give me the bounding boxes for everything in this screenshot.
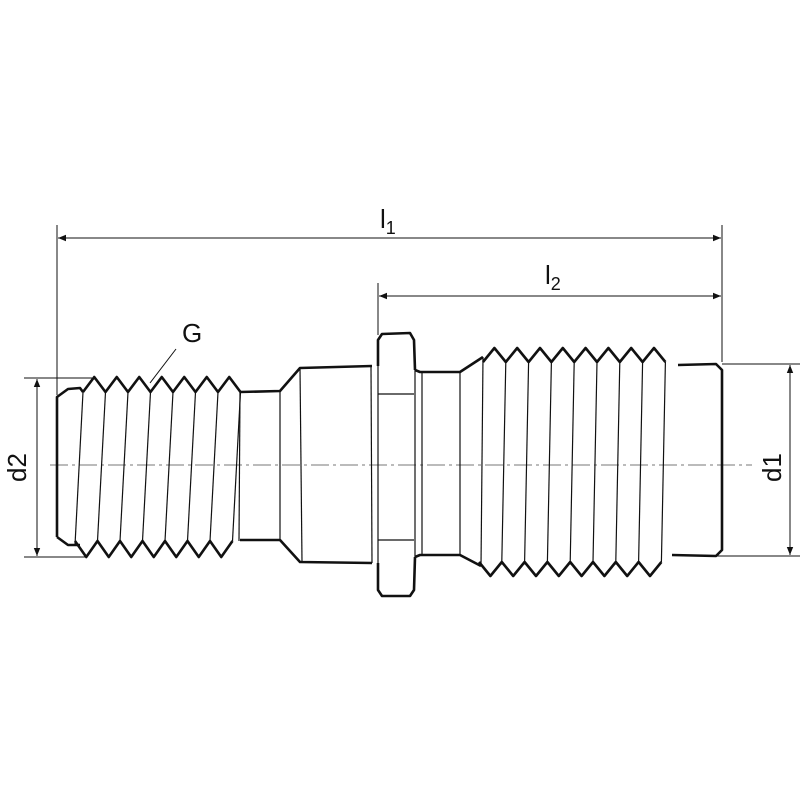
thread-flank-line	[164, 391, 174, 542]
right-cylinder	[671, 362, 724, 558]
right-neck	[414, 355, 484, 568]
thread-flank-line	[141, 391, 152, 542]
label-l2: l2	[545, 260, 561, 294]
thread-start-line	[480, 356, 484, 567]
thread-flank-line	[209, 391, 219, 542]
flange	[376, 331, 417, 598]
label-d2: d2	[2, 453, 32, 482]
thread-flank-line	[660, 361, 666, 563]
label-l1: l1	[380, 204, 396, 238]
thread-flank-line	[231, 391, 242, 542]
thread-flank-line	[186, 391, 197, 542]
thread-chamfer	[55, 386, 85, 547]
left-neck	[239, 364, 373, 565]
body-edge	[299, 367, 303, 563]
thread-outline-bottom	[73, 539, 234, 559]
thread-flank-line	[501, 361, 507, 563]
thread-flank-line	[119, 391, 129, 542]
thread-flank-line	[638, 361, 644, 563]
thread-outline-top	[81, 375, 242, 394]
left-thread-g	[55, 375, 242, 559]
thread-flank-line	[592, 361, 598, 563]
label-d1: d1	[757, 453, 787, 482]
thread-flank-line	[74, 391, 84, 546]
label-g: G	[182, 318, 202, 348]
thread-flank-line	[524, 361, 530, 563]
leader-g	[149, 348, 177, 384]
right-thread-d1	[477, 346, 667, 578]
thread-flank-line	[546, 361, 552, 563]
thread-flank-line	[615, 361, 621, 563]
thread-outline-bottom	[477, 560, 663, 578]
thread-outline-top	[481, 346, 667, 364]
thread-flank-line	[569, 361, 575, 563]
thread-end-line	[238, 391, 241, 542]
thread-flank-line	[96, 391, 107, 542]
body-end	[370, 365, 373, 564]
